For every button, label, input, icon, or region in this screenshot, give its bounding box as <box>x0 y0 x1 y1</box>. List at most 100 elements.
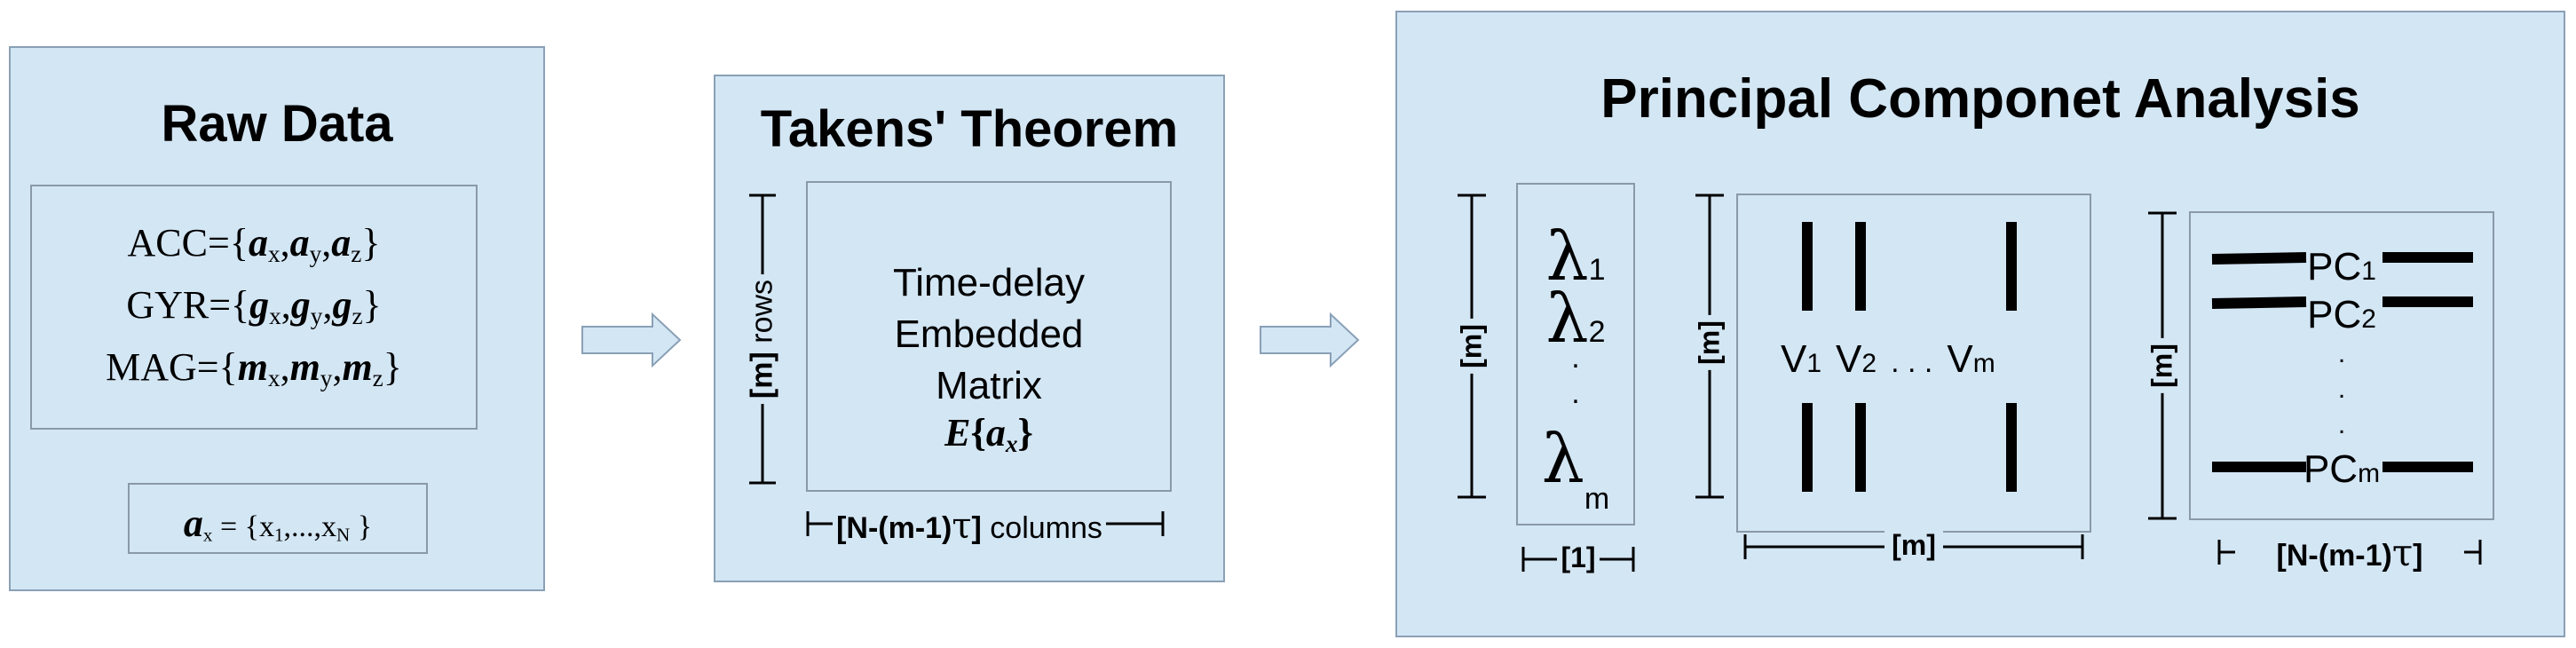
acc-ay-symbol: a <box>289 221 310 265</box>
pc-width-label: [N-(m-1)τ] <box>2219 531 2480 574</box>
vec-a-sub: x <box>202 524 213 546</box>
acc-ay-sub: y <box>309 240 322 267</box>
lambda-1-symbol: λ <box>1545 217 1589 296</box>
acc-az-sub: z <box>351 240 362 267</box>
eigenvalue-box: λ1 λ2 . . λm <box>1516 183 1635 526</box>
pc-dot-1: . <box>2337 339 2346 368</box>
pc-m: PCm <box>2191 447 2493 492</box>
pc-2-letters: PC <box>2307 293 2362 336</box>
sensor-set-box: ACC={ax,ay,az} GYR={gx,gy,gz} MAG={mx,my… <box>30 185 478 430</box>
mag-mx-sub: x <box>267 364 281 391</box>
pc-width-open: [N-(m-1) <box>2276 539 2392 573</box>
cols-tau: τ <box>952 506 972 547</box>
gyr-prefix: GYR={ <box>126 283 250 327</box>
vec-xn-sub: N <box>336 524 351 546</box>
lambda-2-sub: 2 <box>1588 315 1606 349</box>
pc-width-bar <box>2217 540 2482 565</box>
matrix-line3: Matrix <box>936 364 1042 407</box>
lambda-dot-1: . <box>1571 341 1580 375</box>
lambda-m-sub: m <box>1584 482 1610 516</box>
embedded-matrix-box: Time-delay Embedded Matrix E{ax} <box>806 181 1172 492</box>
raw-data-panel: Raw Data ACC={ax,ay,az} GYR={gx,gy,gz} M… <box>9 46 545 591</box>
acc-az-symbol: a <box>331 221 352 265</box>
eigenvector-width-text: [m] <box>1885 529 1943 561</box>
lambda-2: λ2 <box>1518 279 1633 358</box>
vec-xn: x <box>321 510 337 543</box>
vec-eq: = { <box>212 510 259 543</box>
vector-definition: ax = {x1,...,xN } <box>130 501 426 546</box>
pc-1-sub: 1 <box>2361 257 2376 286</box>
pc-height-label: [m] <box>2145 338 2179 393</box>
matrix-formula: E{ax} <box>808 410 1170 458</box>
mag-close: } <box>383 345 402 389</box>
gyr-gx-symbol: g <box>249 283 270 327</box>
vec-x1: x <box>258 510 274 543</box>
v2-letter: V <box>1836 337 1862 381</box>
eigenvalue-width-label: [1] <box>1523 541 1633 574</box>
cols-word: columns <box>981 511 1102 545</box>
gyr-line: GYR={gx,gy,gz} <box>126 283 382 329</box>
raw-data-title: Raw Data <box>161 95 393 153</box>
v1-letter: V <box>1781 337 1807 381</box>
cols-label: [N-(m-1)τ] columns <box>715 506 1223 547</box>
eigenvector-height-label: [m] <box>1693 315 1727 370</box>
lambda-m-symbol: λ <box>1541 419 1584 498</box>
pca-panel: Principal Componet Analysis λ1 λ2 . . λm… <box>1395 11 2565 637</box>
formula-a-sub: x <box>1005 430 1018 457</box>
mag-mx-symbol: m <box>237 345 268 389</box>
arrow-2-shape <box>1260 312 1360 368</box>
pc-2: PC2 <box>2191 293 2493 337</box>
formula-e: E <box>944 411 971 454</box>
lambda-1-sub: 1 <box>1588 253 1606 287</box>
formula-open: { <box>970 411 986 454</box>
pc-1-letters: PC <box>2307 245 2362 288</box>
eigenvalue-height-label: [m] <box>1455 319 1489 374</box>
v-dots: . . . <box>1891 345 1933 379</box>
gyr-close: } <box>362 283 382 327</box>
mag-prefix: MAG={ <box>106 345 238 389</box>
vec-dots: ,..., <box>283 510 322 543</box>
mag-mz-sub: z <box>372 364 383 391</box>
eigenvector-width-label: [m] <box>1745 529 2082 562</box>
eigenvalue-width-text: [1] <box>1557 541 1600 573</box>
acc-ax-symbol: a <box>248 221 268 265</box>
pc-dot-3: . <box>2337 410 2346 439</box>
pc-width-close: ] <box>2413 539 2423 573</box>
pc-1: PC1 <box>2191 245 2493 289</box>
formula-close: } <box>1017 411 1033 454</box>
pc-width-tau: τ <box>2391 531 2414 574</box>
cols-close: ] <box>971 511 982 545</box>
takens-panel: Takens' Theorem Time-delay Embedded Matr… <box>714 75 1225 582</box>
mag-mz-symbol: m <box>342 345 373 389</box>
gyr-gz-sub: z <box>352 302 363 329</box>
lambda-m: λm <box>1518 419 1633 516</box>
takens-title: Takens' Theorem <box>760 100 1179 158</box>
pc-bars <box>2211 252 2473 472</box>
gyr-gy-sub: y <box>310 302 323 329</box>
v1-sub: 1 <box>1806 349 1822 378</box>
gyr-gx-sub: x <box>269 302 281 329</box>
gyr-gy-symbol: g <box>290 283 311 327</box>
acc-ax-sub: x <box>267 240 281 267</box>
pc-m-letters: PC <box>2303 447 2359 491</box>
lambda-1: λ1 <box>1518 217 1633 296</box>
mag-my-sub: y <box>320 364 333 391</box>
mag-line: MAG={mx,my,mz} <box>106 345 402 391</box>
pc-m-sub: m <box>2358 459 2381 488</box>
lambda-2-symbol: λ <box>1545 279 1589 358</box>
cols-dim: [N-(m-1) <box>836 511 952 545</box>
pc-2-sub: 2 <box>2361 304 2376 334</box>
vec-close: } <box>350 510 373 543</box>
v2-sub: 2 <box>1861 349 1877 378</box>
acc-line: ACC={ax,ay,az} <box>127 221 381 267</box>
vm-sub: m <box>1972 349 1995 378</box>
acc-prefix: ACC={ <box>127 221 249 265</box>
vec-a-symbol: a <box>183 502 203 545</box>
arrow-1-shape <box>581 312 682 368</box>
acc-close: } <box>361 221 381 265</box>
vec-x1-sub: 1 <box>273 524 284 546</box>
lambda-dot-2: . <box>1571 376 1580 410</box>
pc-dot-2: . <box>2337 375 2346 404</box>
matrix-line1: Time-delay <box>893 261 1085 304</box>
